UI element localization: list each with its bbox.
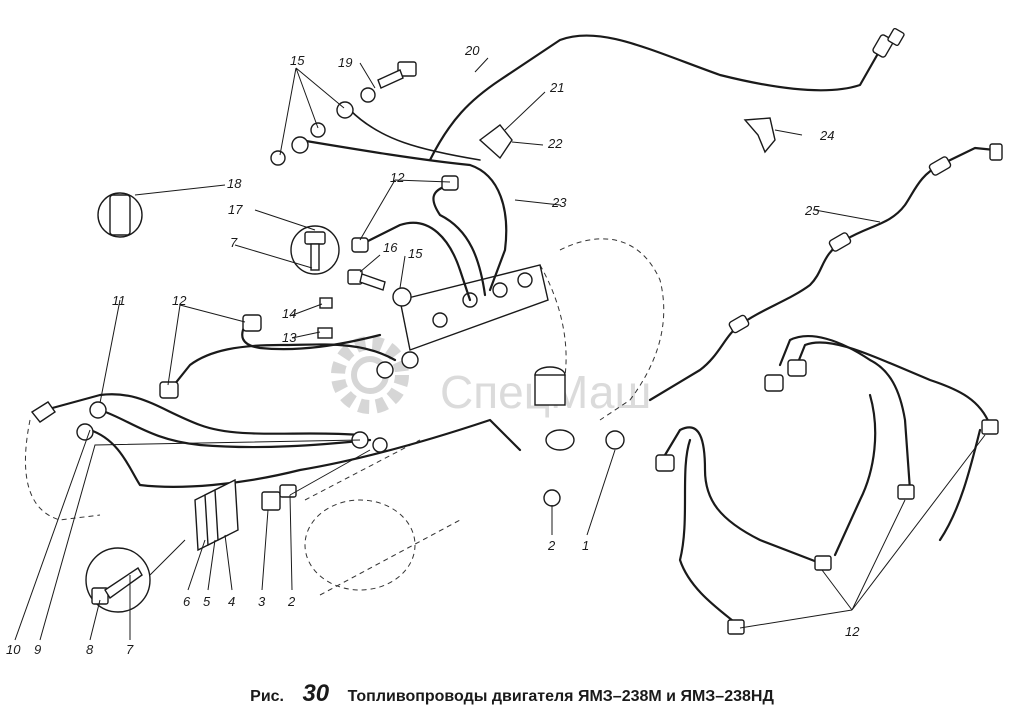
caption-figure-number: 30 xyxy=(302,680,330,707)
callout-20: 20 xyxy=(464,43,480,58)
callout-15-top: 15 xyxy=(290,53,305,68)
washers-4-5-6 xyxy=(194,478,239,552)
callout-11: 11 xyxy=(112,293,126,308)
fuel-pipe-12-right-f xyxy=(938,428,982,542)
nut-15d xyxy=(270,150,286,166)
washer-19 xyxy=(360,87,376,103)
nut-12-left xyxy=(159,381,179,399)
nut-12-r5 xyxy=(981,419,999,435)
nut-12-upper xyxy=(351,237,369,253)
bolt-7-8 xyxy=(85,547,151,613)
nut-9 xyxy=(76,423,94,441)
nut-12-r2 xyxy=(787,359,807,377)
washer-13 xyxy=(317,327,333,339)
union-18 xyxy=(97,192,143,238)
callout-10: 10 xyxy=(6,642,21,657)
callout-5: 5 xyxy=(203,594,211,609)
callout-7-bottom: 7 xyxy=(126,642,134,657)
nut-12-r1 xyxy=(764,374,784,392)
figure-caption: Рис. 30 Топливопроводы двигателя ЯМЗ–238… xyxy=(0,680,1024,708)
injection-pump-block xyxy=(376,264,549,379)
callout-4: 4 xyxy=(228,594,235,609)
callout-3: 3 xyxy=(258,594,266,609)
callout-19: 19 xyxy=(338,55,352,70)
nut-11 xyxy=(89,401,107,419)
callout-24: 24 xyxy=(819,128,834,143)
callout-18: 18 xyxy=(227,176,242,191)
callout-12-bottom: 12 xyxy=(845,624,860,639)
callout-16: 16 xyxy=(383,240,398,255)
fuel-pipe-12-right-b xyxy=(793,341,992,427)
nut-15b xyxy=(310,122,326,138)
callout-23: 23 xyxy=(551,195,567,210)
fuel-pipe-12-lower xyxy=(168,343,397,392)
callout-8: 8 xyxy=(86,642,94,657)
callout-21: 21 xyxy=(549,80,564,95)
fitting-25a xyxy=(828,232,852,252)
caption-title: Топливопроводы двигателя ЯМЗ–238М и ЯМЗ–… xyxy=(347,688,774,705)
fuel-lines-diagram: СпецМаш xyxy=(6,27,1003,657)
fuel-pipe-12-upper xyxy=(358,183,487,302)
caption-prefix: Рис. xyxy=(250,688,284,705)
callout-25: 25 xyxy=(804,203,820,218)
nut-15c xyxy=(291,136,309,154)
fuel-pipe-11 xyxy=(43,393,362,437)
filter-1 xyxy=(534,366,625,451)
fuel-pipe-12-lower-b xyxy=(241,323,382,351)
fuel-pipe-25 xyxy=(648,146,997,402)
fitting-left-end xyxy=(30,401,56,423)
engine-outline xyxy=(25,238,665,596)
washer-14 xyxy=(319,297,333,309)
fuel-pipe-12-right-e xyxy=(833,393,877,557)
callout-9: 9 xyxy=(34,642,41,657)
nut-12-r6 xyxy=(814,555,832,571)
fitting-25d xyxy=(989,143,1003,161)
fuel-pipe-12-right-d xyxy=(678,438,740,627)
fuel-pipe-12-right-a xyxy=(778,335,912,492)
fuel-pipe-20 xyxy=(428,34,882,162)
fitting-25c xyxy=(728,314,750,334)
bolt-17 xyxy=(290,225,340,275)
nut-3-left xyxy=(372,437,388,453)
callout-15-mid: 15 xyxy=(408,246,423,261)
callout-2-left: 2 xyxy=(287,594,296,609)
callout-6: 6 xyxy=(183,594,191,609)
callout-2-center: 2 xyxy=(547,538,556,553)
bolt-3 xyxy=(261,484,297,511)
fuel-pipe-9 xyxy=(88,418,522,488)
nut-12-top xyxy=(441,175,459,191)
nut-12-left-b xyxy=(242,314,262,332)
callout-7-top: 7 xyxy=(230,235,238,250)
fuel-pipe-10 xyxy=(98,408,372,449)
callout-14: 14 xyxy=(282,306,296,321)
callout-1: 1 xyxy=(582,538,589,553)
fitting-top-right xyxy=(872,27,905,58)
fuel-pipe-12-right-c xyxy=(663,426,827,567)
clamp-21 xyxy=(478,124,513,160)
bolt-16-shank xyxy=(359,273,386,291)
nut-12-r4 xyxy=(897,484,915,500)
bolt-19 xyxy=(377,61,417,89)
nut-12-r7 xyxy=(727,619,745,635)
fitting-25b xyxy=(928,156,952,176)
callout-12-left: 12 xyxy=(172,293,187,308)
callout-17: 17 xyxy=(228,202,243,217)
callout-13: 13 xyxy=(282,330,297,345)
nut-12-r3 xyxy=(655,454,675,472)
clamp-24 xyxy=(743,117,776,154)
callout-12-top: 12 xyxy=(390,170,405,185)
fuel-pipe-23-inner xyxy=(349,109,481,161)
nut-15e xyxy=(392,287,412,307)
callout-labels: 20 21 22 23 24 25 15 19 18 17 7 12 16 15… xyxy=(6,43,860,657)
callout-22: 22 xyxy=(547,136,563,151)
fuel-pipe-23 xyxy=(298,138,508,292)
washer-2 xyxy=(543,489,561,507)
leader-lines xyxy=(14,57,986,641)
